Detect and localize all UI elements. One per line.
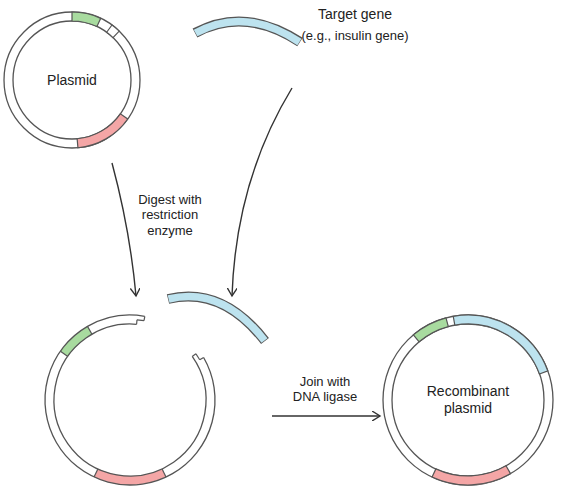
gene-fragment-outline [168, 297, 265, 341]
marker-gene-segment [18, 288, 242, 500]
gene-fragment [196, 21, 300, 42]
gene-segment [413, 318, 448, 342]
origin-segment [23, 293, 237, 500]
step-label: (e.g., insulin gene) [290, 28, 420, 43]
segment-borders [60, 316, 203, 477]
ring-outline [24, 294, 236, 500]
node-label: Plasmid [32, 72, 112, 89]
dna-strand [21, 291, 239, 500]
node-text-area: Recombinant plasmid [382, 314, 554, 486]
dna-strand [17, 287, 243, 500]
step-label: Target gene [305, 6, 405, 23]
node-label: Recombinant plasmid [418, 383, 518, 417]
ring-outline [14, 284, 246, 500]
gene-segment [107, 25, 120, 38]
process-arrow [272, 415, 380, 416]
plasmid-ring: Plasmid [3, 11, 141, 149]
ring-band [4, 12, 140, 148]
step-label: Join with DNA ligase [285, 374, 365, 405]
gene-segment [453, 315, 548, 374]
gene-segment [72, 12, 101, 27]
gene-segment [432, 466, 510, 485]
ring-band [383, 315, 553, 485]
plasmid-ring: Recombinant plasmid [382, 314, 554, 486]
cut-plasmid [14, 284, 246, 500]
gene-fragment [169, 296, 265, 340]
process-arrow [232, 88, 292, 296]
gene-fragment-outline [195, 21, 300, 42]
step-label: Digest with restriction enzyme [126, 192, 214, 238]
gene-segment [77, 114, 128, 148]
process-arrow [112, 163, 136, 296]
node-text-area: Plasmid [3, 11, 141, 149]
